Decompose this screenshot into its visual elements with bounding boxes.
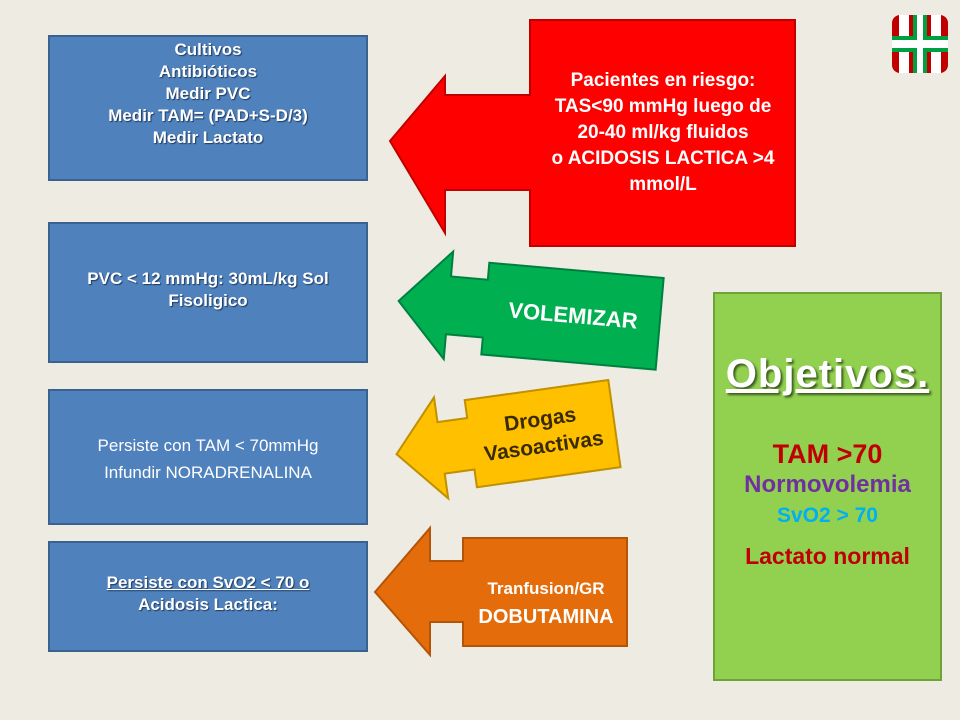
red-line-2: TAS<90 mmHg luego de bbox=[554, 96, 772, 117]
volemizar-label: VOLEMIZAR bbox=[507, 297, 639, 334]
box-tam: Persiste con TAM < 70mmHg Infundir NORAD… bbox=[48, 389, 368, 525]
objectives-title: Objetivos. bbox=[725, 352, 930, 396]
red-arrow-text: Pacientes en riesgo: TAS<90 mmHg luego d… bbox=[532, 58, 794, 208]
yellow-arrow bbox=[395, 378, 622, 501]
red-line-1: Pacientes en riesgo: bbox=[570, 70, 756, 91]
box-cultivos: Cultivos Antibióticos Medir PVC Medir TA… bbox=[48, 35, 368, 181]
objectives-panel: Objetivos. TAM >70 Normovolemia SvO2 > 7… bbox=[713, 292, 942, 681]
red-line-3: 20-40 ml/kg fluidos bbox=[577, 122, 749, 143]
box1-line-3: Medir PVC bbox=[165, 84, 251, 103]
box4-line-2: Acidosis Lactica: bbox=[138, 595, 278, 614]
box3-line-2: Infundir NORADRENALINA bbox=[104, 463, 312, 482]
box2-line-2: Fisoligico bbox=[168, 291, 248, 310]
box1-line-5: Medir Lactato bbox=[152, 128, 264, 147]
orange-arrow-text: Tranfusion/GR DOBUTAMINA bbox=[466, 570, 626, 636]
box-svo2: Persiste con SvO2 < 70 o Acidosis Lactic… bbox=[48, 541, 368, 652]
orange-arrow bbox=[373, 525, 628, 658]
red-arrow bbox=[388, 19, 796, 247]
red-line-4: o ACIDOSIS LACTICA >4 bbox=[551, 148, 775, 169]
box3-line-1: Persiste con TAM < 70mmHg bbox=[97, 436, 319, 455]
box-pvc: PVC < 12 mmHg: 30mL/kg Sol Fisoligico bbox=[48, 222, 368, 363]
box1-line-1: Cultivos bbox=[174, 40, 242, 59]
box1-line-2: Antibióticos bbox=[158, 62, 258, 81]
red-line-5: mmol/L bbox=[629, 174, 697, 195]
box2-line-1: PVC < 12 mmHg: 30mL/kg Sol bbox=[87, 269, 329, 288]
objective-tam: TAM >70 bbox=[772, 439, 883, 469]
green-arrow bbox=[397, 249, 665, 371]
box1-line-4: Medir TAM= (PAD+S-D/3) bbox=[108, 106, 308, 125]
orange-line-1: Tranfusion/GR bbox=[487, 579, 605, 598]
box4-line-1: Persiste con SvO2 < 70 o bbox=[106, 573, 310, 592]
orange-line-2: DOBUTAMINA bbox=[478, 606, 614, 628]
objective-normovolemia: Normovolemia bbox=[744, 471, 911, 498]
objective-lactato: Lactato normal bbox=[745, 543, 910, 569]
cross-logo bbox=[892, 15, 948, 73]
objective-svo2: SvO2 > 70 bbox=[777, 504, 878, 527]
